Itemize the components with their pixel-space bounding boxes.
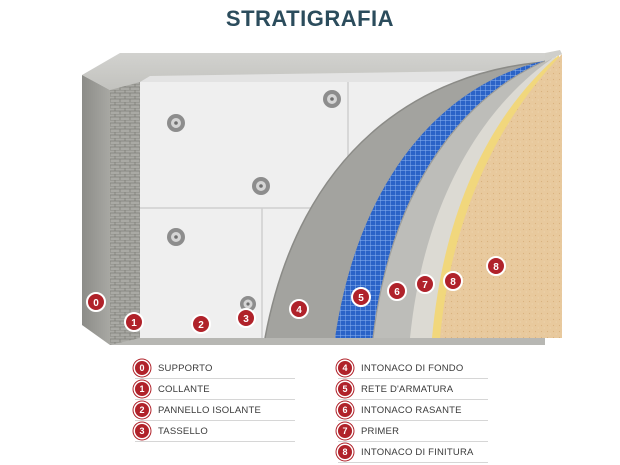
diagram-title: STRATIGRAFIA [225, 6, 395, 31]
legend-number: 3 [135, 424, 149, 438]
marker-2: 2 [191, 314, 211, 334]
legend-label: INTONACO DI FONDO [361, 362, 464, 374]
legend-number: 1 [135, 382, 149, 396]
svg-text:4: 4 [296, 305, 302, 316]
legend-item: 3 TASSELLO [135, 421, 295, 442]
svg-text:3: 3 [243, 314, 249, 325]
legend-number: 6 [338, 403, 352, 417]
legend-label: PRIMER [361, 425, 400, 437]
legend-item: 4 INTONACO DI FONDO [338, 358, 488, 379]
marker-0: 0 [86, 292, 106, 312]
legend-number: 7 [338, 424, 352, 438]
diagram-markers: 0 1 2 3 4 5 6 7 [86, 256, 506, 334]
legend-number: 5 [338, 382, 352, 396]
anchor-icon [252, 177, 270, 195]
legend-label: PANNELLO ISOLANTE [158, 404, 262, 416]
anchor-icon [167, 114, 185, 132]
anchor-plugs [167, 90, 341, 312]
anchor-icon [167, 228, 185, 246]
marker-7: 7 [415, 274, 435, 294]
legend-left-column: 0 SUPPORTO 1 COLLANTE 2 PANNELLO ISOLANT… [135, 358, 295, 442]
legend-number: 2 [135, 403, 149, 417]
legend-item: 6 INTONACO RASANTE [338, 400, 488, 421]
marker-1: 1 [124, 312, 144, 332]
svg-text:8: 8 [450, 277, 456, 288]
legend-item: 0 SUPPORTO [135, 358, 295, 379]
legend-item: 5 RETE D'ARMATURA [338, 379, 488, 400]
legend-label: TASSELLO [158, 425, 208, 437]
legend-number: 4 [338, 361, 352, 375]
marker-3: 3 [236, 308, 256, 328]
legend-label: INTONACO RASANTE [361, 404, 462, 416]
legend-number: 0 [135, 361, 149, 375]
marker-6: 6 [387, 281, 407, 301]
legend-label: RETE D'ARMATURA [361, 383, 454, 395]
legend-item: 1 COLLANTE [135, 379, 295, 400]
legend-label: COLLANTE [158, 383, 210, 395]
anchor-icon [240, 296, 256, 312]
legend-number: 8 [338, 445, 352, 459]
svg-text:6: 6 [394, 287, 400, 298]
marker-5: 5 [351, 287, 371, 307]
finish-plaster-layer [440, 54, 562, 338]
svg-text:8: 8 [493, 262, 499, 273]
marker-8a: 8 [443, 271, 463, 291]
svg-text:0: 0 [93, 298, 99, 309]
svg-text:2: 2 [198, 320, 204, 331]
legend-label: SUPPORTO [158, 362, 213, 374]
svg-text:5: 5 [358, 293, 364, 304]
legend-label: INTONACO DI FINITURA [361, 446, 474, 458]
legend-item: 7 PRIMER [338, 421, 488, 442]
legend-item: 8 INTONACO DI FINITURA [338, 442, 488, 463]
adhesive-layer [110, 82, 140, 345]
svg-text:7: 7 [422, 280, 428, 291]
svg-text:1: 1 [131, 318, 137, 329]
marker-4: 4 [289, 299, 309, 319]
marker-8b: 8 [486, 256, 506, 276]
anchor-icon [323, 90, 341, 108]
legend-right-column: 4 INTONACO DI FONDO 5 RETE D'ARMATURA 6 … [338, 358, 488, 463]
legend-item: 2 PANNELLO ISOLANTE [135, 400, 295, 421]
